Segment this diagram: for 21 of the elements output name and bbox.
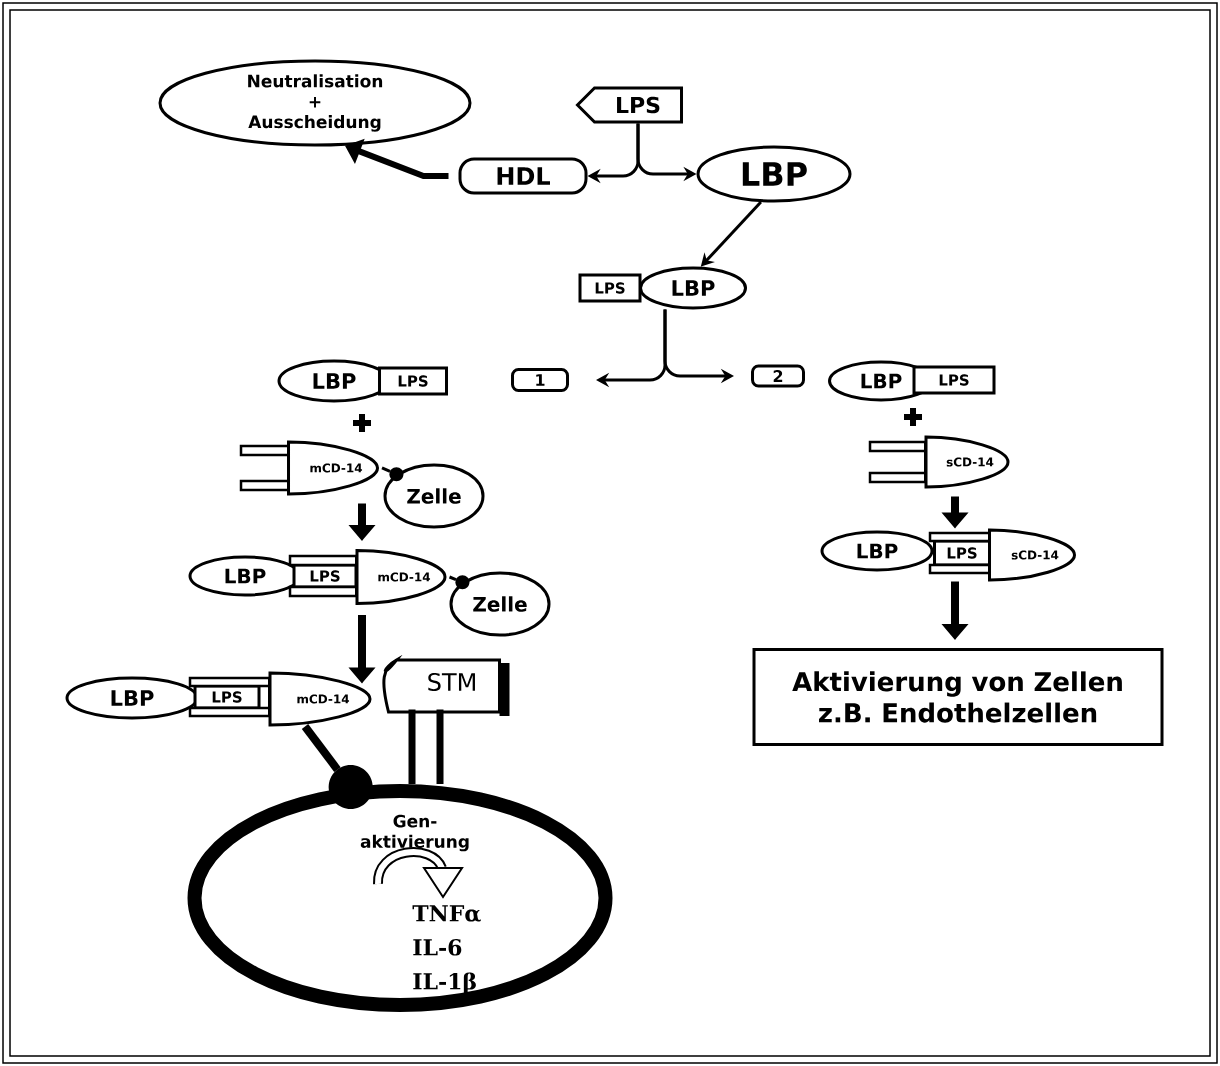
molecule-box: LPS [378,366,448,396]
receptor-drawing: sCD-14 [868,435,1010,489]
ellipse-node: Neutralisation + Ausscheidung [158,59,472,147]
molecule-box: LPS [292,563,358,589]
number-box: 2 [751,364,805,388]
ellipse-node: LBP [696,145,852,203]
tether-line [448,575,470,590]
molecule-box: HDL [458,157,588,195]
ellipse-node: Zelle [449,571,551,637]
ellipse-node: Zelle [383,463,485,529]
number-box: 1 [511,368,569,392]
tether-line [301,724,373,810]
molecule-box: LPS [575,86,683,124]
tether-line [381,466,404,482]
molecule-box: LPS [912,365,996,395]
connector-line [408,709,416,784]
molecule-box: LPS [193,684,261,710]
cell-drawing: Gen- aktivierung TNFα IL-6 IL-1β [187,784,613,1012]
result-box: Aktivierung von Zellen z.B. Endothelzellen [752,648,1164,746]
receptor-drawing: mCD-14 [239,440,379,496]
molecule-box: LPS [578,273,642,303]
